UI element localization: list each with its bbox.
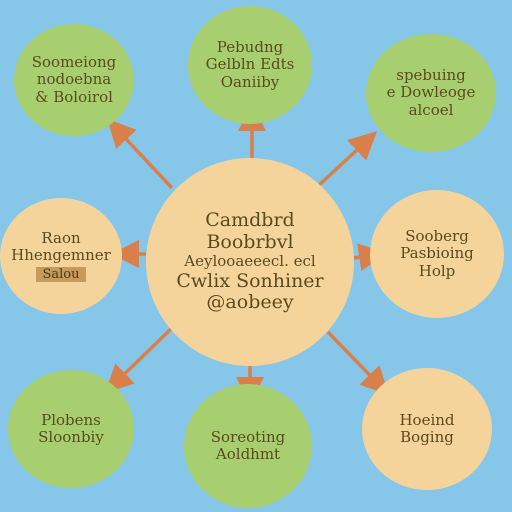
node-text: Hhengemner (11, 246, 111, 264)
node-text: Holp (418, 261, 456, 280)
node-bottom-left: Plobens Sloonbiy (8, 370, 134, 488)
node-text: Gelbln Edts (205, 55, 295, 74)
node-text: Soreoting (210, 427, 286, 446)
node-text: Pasbioing (400, 244, 474, 263)
node-top: Pebudng Gelbln Edts Oaniiby (188, 6, 312, 124)
node-text: Pebudng (216, 38, 284, 57)
center-text: Cwlix Sonhiner (176, 269, 324, 292)
node-bottom: Soreoting Aoldhmt (184, 384, 312, 508)
node-top-left: Soomeiong nodoebna & Boloirol (14, 24, 134, 136)
node-text: e Dowleoge (386, 83, 476, 102)
node-center: Camdbrd Boobrbvl Aeylooaeeecl. ecl Cwlix… (146, 158, 354, 366)
node-text: alcoel (408, 100, 454, 119)
node-text: Soomeiong (31, 53, 117, 72)
node-text: Hoeind (399, 410, 455, 429)
arrow-to-top-right (316, 131, 378, 188)
node-label-box: Salou (36, 267, 86, 283)
node-text: Oaniiby (220, 72, 280, 91)
node-text: spebuing (396, 66, 466, 85)
node-text: & Boloirol (35, 87, 113, 106)
node-left: Raon Hhengemner Salou (0, 198, 122, 314)
node-text: Sooberg (405, 227, 469, 246)
arrow-to-bottom-left (104, 326, 174, 393)
arrow-to-bottom-right (326, 330, 389, 396)
arrow-to-top-left (107, 118, 174, 190)
center-text: Boobrbvl (206, 230, 294, 253)
node-bottom-right: Hoeind Boging (362, 368, 492, 490)
node-text: Sloonbiy (38, 428, 104, 446)
node-text: nodoebna (36, 70, 112, 89)
node-text: Boging (400, 428, 454, 446)
node-right: Sooberg Pasbioing Holp (370, 190, 504, 318)
center-text: Aeylooaeeecl. ecl (184, 252, 316, 271)
node-text: Plobens (41, 410, 101, 429)
node-text: Aoldhmt (215, 445, 281, 463)
node-top-right: spebuing e Dowleoge alcoel (366, 34, 496, 152)
center-text: @aobeey (206, 291, 294, 314)
node-text: Raon (41, 228, 81, 247)
center-text: Camdbrd (205, 208, 295, 231)
